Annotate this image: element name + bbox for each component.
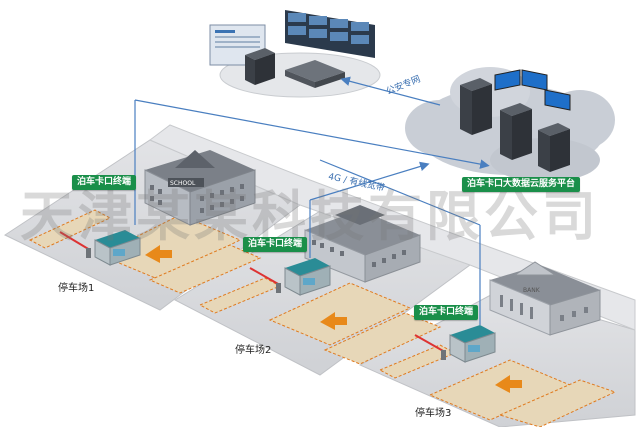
direction-arrow-icon	[320, 312, 347, 330]
bank-building: BANK	[489, 261, 601, 336]
school-building: SCHOOL	[144, 150, 256, 226]
barrier-gate-icon	[249, 267, 281, 286]
direction-arrow-icon	[495, 375, 522, 393]
checkpoint-terminal-label-1: 泊车卡口终端	[72, 175, 137, 190]
watermark: 天津某某科技有限公司	[20, 185, 600, 248]
monitor-wall-icon	[494, 69, 571, 111]
checkpoint-terminal-label-2: 泊车卡口终端	[243, 237, 308, 252]
booth-lot-2	[249, 258, 331, 296]
video-wall-icon	[285, 10, 375, 58]
direction-arrow-icon	[145, 245, 172, 263]
server-tower-icon	[245, 48, 275, 85]
server-tower-icon	[460, 78, 492, 135]
checkpoint-terminal-label-3: 泊车卡口终端	[414, 305, 479, 320]
parking-slots-lot-2	[198, 277, 442, 365]
network-links	[134, 76, 490, 325]
office-building	[304, 205, 421, 283]
parking-slots-lot-3	[378, 344, 617, 427]
server-tower-icon	[500, 103, 532, 160]
console-desk-icon	[285, 60, 345, 88]
parking-lot-label-1: 停车场1	[58, 283, 95, 294]
server-tower-icon	[538, 123, 570, 172]
school-sign: SCHOOL	[170, 180, 196, 187]
cloud-platform-label: 泊车卡口大数据云服务平台	[462, 177, 581, 192]
parking-lot-label-2: 停车场2	[235, 345, 272, 356]
booth-lot-3	[414, 325, 496, 363]
barrier-gate-icon	[414, 334, 446, 353]
parking-slots-lot-1	[28, 209, 262, 294]
bank-sign: BANK	[523, 287, 541, 294]
booth-lot-1	[59, 230, 141, 266]
monitoring-center	[209, 10, 381, 98]
barrier-gate-icon	[59, 231, 91, 251]
workstation-screens-icon	[209, 24, 266, 66]
parking-lot-label-3: 停车场3	[415, 408, 452, 419]
